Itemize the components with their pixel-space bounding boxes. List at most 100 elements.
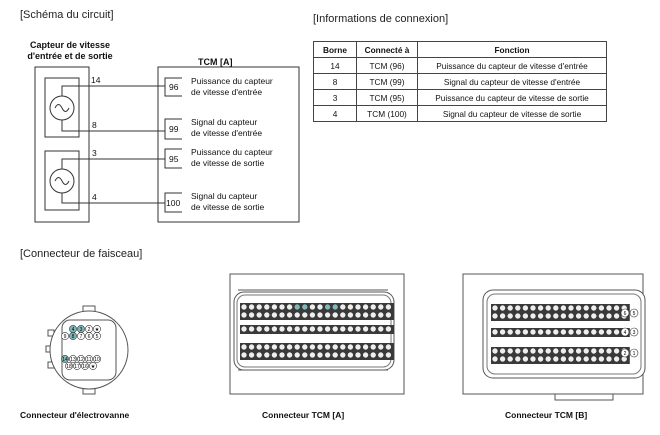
connector-pin	[248, 343, 255, 351]
connector-pin	[316, 311, 324, 319]
pin-label: 8	[72, 334, 75, 340]
connector-pin	[324, 303, 331, 311]
pin-label: 3	[633, 330, 636, 336]
connector-pin	[263, 343, 271, 351]
cell: Signal du capteur de vitesse d'entrée	[417, 73, 607, 90]
cell: Signal du capteur de vitesse de sortie	[417, 105, 607, 122]
header-borne: Borne	[313, 41, 357, 58]
connector-pin	[544, 328, 552, 336]
connector-pin	[629, 348, 639, 358]
connector-pin	[286, 303, 293, 311]
connector-pin	[293, 343, 301, 351]
connector-pin	[598, 312, 605, 320]
connector-pin	[605, 312, 613, 320]
connector-pin	[529, 328, 537, 336]
connector-pin	[309, 325, 316, 333]
connector-pin	[309, 351, 316, 359]
connector-pin	[331, 343, 339, 351]
connector-pin	[552, 347, 560, 355]
connector-pin	[278, 351, 286, 359]
connector-pin	[613, 355, 620, 363]
connector-pin	[255, 303, 263, 311]
connector-pin	[575, 355, 582, 363]
pin-label: 16	[82, 364, 88, 370]
connector-pin	[369, 325, 377, 333]
connector-pin	[89, 362, 97, 370]
connector-pin	[85, 332, 93, 340]
connector-pin	[582, 328, 590, 336]
connector-pin	[278, 325, 286, 333]
connector-pin	[309, 311, 316, 319]
connector-pin	[582, 312, 590, 320]
connector-pin	[339, 303, 347, 311]
connector-pin	[514, 347, 522, 355]
cell: Puissance du capteur de vitesse d'entrée	[417, 57, 607, 74]
connector-pin	[263, 351, 271, 359]
connector-pin	[522, 304, 529, 312]
cell: 4	[313, 105, 357, 122]
connector-pin	[85, 355, 93, 363]
connector-pin	[309, 303, 316, 311]
pin-label: 4	[624, 330, 627, 336]
connector-pin	[354, 351, 362, 359]
connector-pin	[301, 311, 309, 319]
connector-pin	[324, 351, 331, 359]
connector-pin	[552, 312, 560, 320]
sensor-pin-3: 3	[92, 148, 97, 158]
connector-pin	[499, 328, 506, 336]
tcm-pin-95: 95	[169, 154, 179, 164]
connector-pin	[339, 343, 347, 351]
connector-pin	[560, 304, 567, 312]
connector-pin	[537, 355, 544, 363]
pin-label: 17	[74, 364, 80, 370]
connector-pin	[65, 362, 73, 370]
sensor-pin-8: 8	[92, 120, 97, 130]
connector-pin	[620, 348, 630, 358]
connector-pin	[293, 325, 301, 333]
solenoid-caption: Connecteur d'électrovanne	[20, 410, 130, 420]
connector-pin	[316, 303, 324, 311]
pin-label: 10	[94, 357, 100, 363]
connector-pin	[499, 355, 506, 363]
connector-pin	[77, 355, 85, 363]
connector-pin	[324, 343, 331, 351]
connector-pin	[278, 303, 286, 311]
connector-pin	[590, 347, 598, 355]
connector-pin	[605, 347, 613, 355]
connector-pin	[347, 311, 354, 319]
connector-pin	[575, 312, 582, 320]
connector-pin	[620, 308, 630, 318]
connector-pin	[69, 332, 77, 340]
connector-pin	[362, 325, 369, 333]
connector-pin	[385, 351, 392, 359]
connector-pin	[567, 355, 575, 363]
connector-pin	[598, 304, 605, 312]
pin-label: 6	[624, 311, 627, 317]
connector-pin	[271, 351, 278, 359]
connector-pin	[499, 347, 506, 355]
connector-pin	[362, 351, 369, 359]
connector-pin	[61, 332, 69, 340]
connector-pin	[590, 312, 598, 320]
pin-label: 2	[88, 327, 91, 333]
connector-pin	[61, 355, 69, 363]
connector-pin	[316, 351, 324, 359]
connector-pin	[77, 332, 85, 340]
pin-label: 14	[62, 357, 68, 363]
tcm-box	[157, 66, 300, 223]
connector-pin	[491, 312, 499, 320]
connector-pin	[347, 343, 354, 351]
connector-pin	[506, 312, 514, 320]
sensor-title-line1: Capteur de vitesse	[29, 40, 111, 50]
connector-pin	[552, 355, 560, 363]
connector-pin	[567, 328, 575, 336]
connector-pin	[248, 303, 255, 311]
connector-pin	[590, 355, 598, 363]
connector-pin	[240, 351, 248, 359]
pin-label: ★	[91, 364, 96, 370]
connector-pin	[537, 328, 544, 336]
pin-label: 5	[96, 334, 99, 340]
connector-pin	[605, 355, 613, 363]
